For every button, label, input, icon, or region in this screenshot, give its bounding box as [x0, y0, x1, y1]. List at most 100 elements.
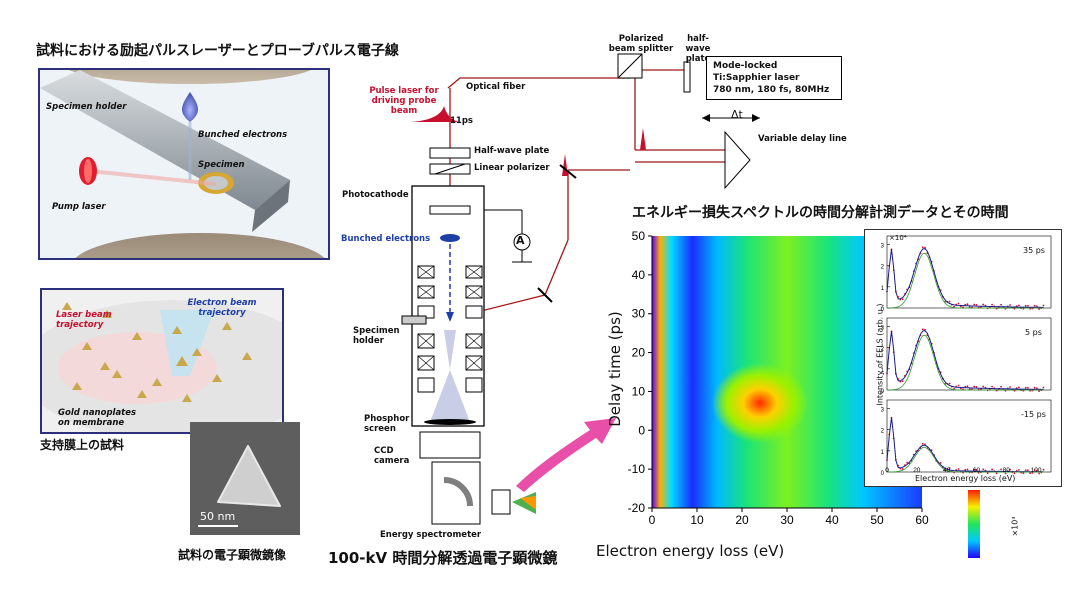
phosphor-label: Phosphor screen	[364, 414, 410, 434]
scale-bar-label: 50 nm	[200, 510, 236, 523]
inset-ytick-label: 1	[881, 286, 885, 292]
heatmap-ytick-label: 40	[632, 268, 646, 282]
inset-data-point	[1029, 472, 1031, 475]
inset-data-point	[901, 380, 904, 383]
inset-data-point	[991, 468, 993, 471]
inset-ylabel: Intensity of EELS (arb. u.)	[875, 303, 885, 406]
inset-data-point	[1033, 386, 1036, 389]
electron-micrograph: 50 nm	[190, 422, 300, 535]
inset-data-point	[1027, 386, 1029, 389]
inset-xtick-label: 80	[1003, 467, 1011, 474]
inset-data-point	[957, 384, 960, 387]
laser-line-2: Ti:Sapphier laser	[713, 73, 800, 83]
inset-data-point	[948, 467, 951, 469]
inset-ytick-label: 3	[881, 407, 885, 413]
nanoplates-label: Gold nanoplates on membrane	[58, 408, 137, 428]
delay-line-label: Variable delay line	[758, 134, 847, 144]
heatmap-ytick-label: 10	[632, 384, 646, 398]
inset-data-point	[921, 442, 924, 445]
specimen-label: Specimen	[198, 160, 245, 170]
membrane-illustration: Laser beam trajectory Electron beam traj…	[40, 288, 284, 434]
flow-arrow	[516, 418, 616, 492]
pulse-laser-label: Pulse laser for driving probe beam	[360, 86, 448, 116]
inset-ytick-label: 3	[881, 243, 885, 249]
inset-xtick-label: 60	[973, 467, 981, 474]
inset-data-point	[1042, 304, 1045, 307]
top-left-title: 試料における励起パルスレーザーとプローブパルス電子線	[36, 43, 399, 59]
inset-data-point	[901, 468, 904, 470]
inset-data-point	[982, 303, 985, 306]
inset-xtick-label: 20	[913, 467, 921, 474]
heatmap-xtick-label: 0	[649, 513, 656, 527]
specimen-illustration: Specimen holder Bunched electrons Specim…	[38, 68, 330, 260]
inset-ytick-label: 1	[881, 450, 885, 456]
inset-ytick-label: 2	[881, 265, 885, 271]
inset-component-curve	[887, 446, 1044, 473]
inset-data-point	[1018, 304, 1020, 307]
laser-line-1: Mode-locked	[713, 61, 778, 71]
inset-data-point	[991, 385, 993, 388]
pulse-laser-text: Pulse laser for driving probe beam	[369, 86, 439, 116]
inset-data-point	[982, 468, 985, 471]
inset-data-point	[948, 300, 951, 303]
inset-data-point	[1035, 469, 1038, 472]
inset-ytick-label: 2	[881, 347, 885, 353]
inset-data-point	[906, 461, 908, 464]
inset-data-point	[1013, 472, 1016, 475]
inset-data-point	[1033, 304, 1036, 307]
pulse-width-label: 11ps	[450, 116, 473, 126]
micrograph-graphic	[190, 422, 300, 535]
inset-xtick-label: 100	[1031, 467, 1042, 474]
inset-data-point	[975, 386, 978, 388]
inset-data-point	[973, 303, 976, 306]
inset-data-point	[921, 246, 924, 249]
heatmap-xtick-label: 10	[690, 513, 704, 527]
inset-data-point	[924, 328, 926, 331]
delta-t-label: Δt	[731, 108, 743, 121]
heatmap-xtick-label: 30	[780, 513, 794, 527]
inset-ytick-label: 1	[881, 368, 885, 374]
heatmap-ytick-label: 30	[632, 307, 646, 321]
inset-data-point	[957, 302, 960, 305]
inset-data-point	[986, 472, 989, 475]
electron-trajectory-label: Electron beam trajectory	[187, 298, 257, 318]
inset-data-point	[1027, 469, 1029, 472]
inset-data-point	[1024, 386, 1027, 389]
photocathode-label: Photocathode	[342, 190, 409, 200]
inset-data-point	[1018, 469, 1020, 471]
inset-data-point	[948, 382, 951, 385]
heatmap-ytick-label: 50	[632, 229, 646, 243]
setup-diagram	[401, 53, 760, 525]
inset-data-point	[973, 385, 976, 388]
ccd-label: CCD camera	[374, 446, 410, 466]
inset-data-point	[1042, 386, 1045, 389]
halfwave-top-label: half-wave plate	[685, 34, 711, 64]
inset-data-point	[939, 462, 942, 464]
inset-data-point	[1042, 468, 1045, 471]
inset-xlabel: Electron energy loss (eV)	[915, 474, 1016, 483]
inset-xtick-label: 0	[885, 467, 889, 474]
inset-data-point	[966, 303, 969, 306]
bunched-electrons-label: Bunched electrons	[198, 130, 288, 140]
inset-data-point	[924, 246, 926, 249]
inset-data-point	[1000, 468, 1002, 471]
setup-bunched-label: Bunched electrons	[341, 234, 431, 244]
inset-panel-2-label: 5 ps	[1025, 328, 1042, 337]
inset-data-point	[1031, 472, 1034, 474]
laser-trajectory-label: Laser beam trajectory	[56, 310, 112, 330]
inset-fit-curve	[886, 248, 1044, 308]
heatmap-ytick-label: -10	[628, 462, 646, 476]
inset-data-point	[964, 385, 967, 388]
inset-ytick-label: 2	[881, 429, 885, 435]
inset-data-point	[1009, 386, 1011, 388]
heatmap-xtick-label: 50	[870, 513, 884, 527]
heatmap-xlabel: Electron energy loss (eV)	[596, 542, 785, 560]
inset-data-point	[1038, 390, 1040, 392]
laser-line-3: 780 nm, 180 fs, 80MHz	[713, 85, 830, 95]
microscope-title: 100-kV 時間分解透過電子顕微鏡	[328, 549, 558, 567]
inset-data-point	[1033, 469, 1036, 471]
inset-ytick-label: 0	[881, 389, 885, 395]
